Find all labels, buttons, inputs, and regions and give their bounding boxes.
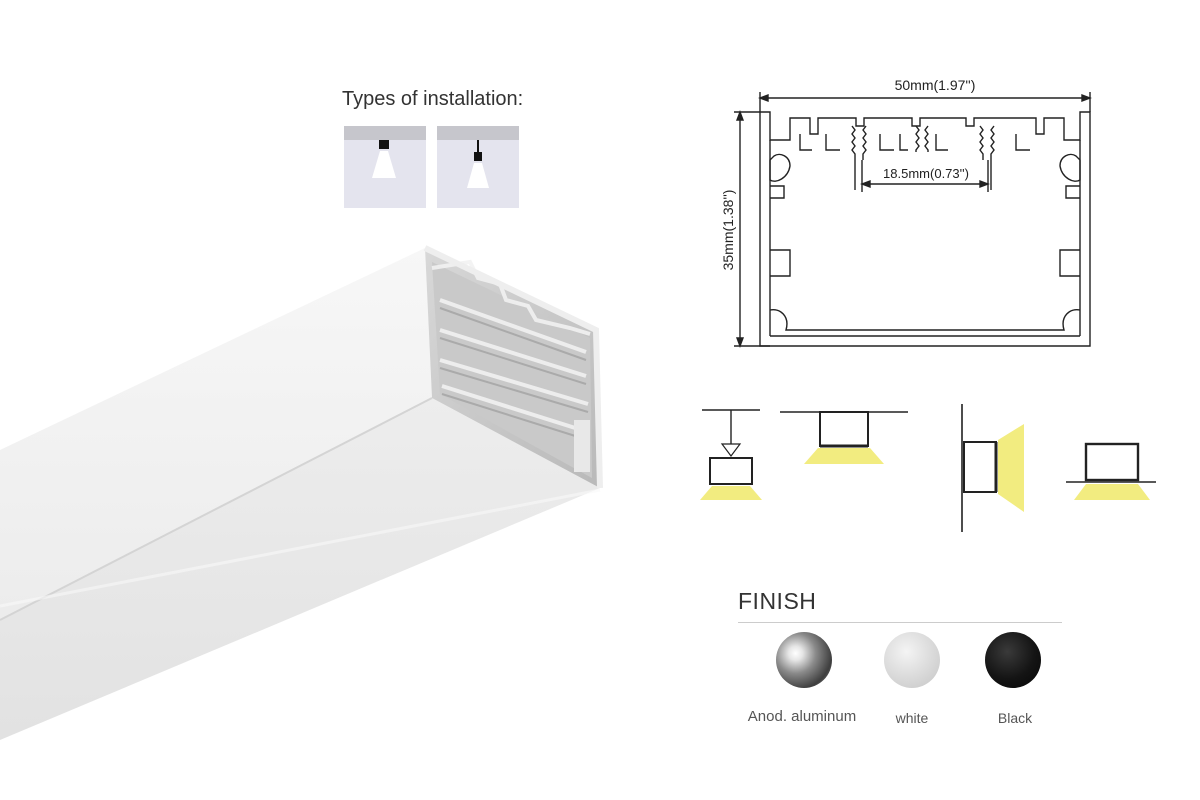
mounting-wall-icon [961,404,1024,532]
finish-label-black: Black [997,710,1033,726]
finish-label-white: white [895,710,929,726]
profile-product-render [0,245,603,740]
finish-label-anodized-aluminum: Anod. aluminum [747,708,857,725]
cross-section-drawing: 50mm(1.97'') 18.5mm(0.73'') 35mm(1.38'') [720,77,1092,348]
mounting-recessed-ceiling-icon [780,411,908,464]
installation-type-surface-icon [344,126,426,208]
finish-divider [738,622,1062,623]
finish-swatch-white [884,632,940,688]
width-dimension-label: 50mm(1.97'') [895,77,976,93]
profile-front-face [0,398,600,740]
finish-swatch-black [985,632,1041,688]
finish-title: FINISH [738,588,817,614]
height-dimension-label: 35mm(1.38'') [720,190,736,271]
mounting-surface-recessed-icon [1066,442,1156,500]
finish-swatch-anodized-aluminum [776,632,832,688]
slot-dimension-label: 18.5mm(0.73'') [883,166,969,181]
installation-title: Types of installation: [342,88,524,110]
profile-top-face [0,248,432,620]
installation-type-suspended-icon [437,126,519,208]
mounting-suspended-icon [700,409,762,500]
